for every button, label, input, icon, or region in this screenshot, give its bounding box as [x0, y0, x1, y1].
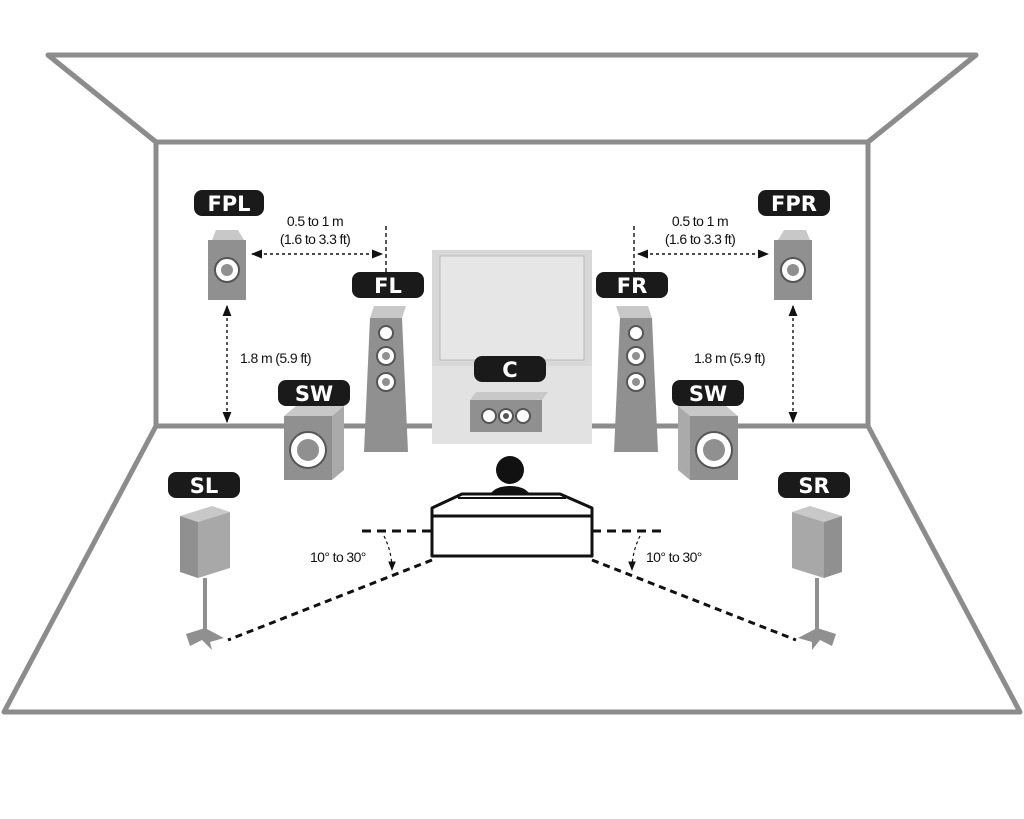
- offset-left-line2: (1.6 to 3.3 ft): [280, 231, 350, 247]
- label-fr-text: FR: [617, 274, 648, 298]
- subwoofer-right: [678, 406, 738, 480]
- label-sr: SR: [778, 472, 850, 498]
- listening-angle-lines: [227, 529, 797, 642]
- label-fpl: FPL: [194, 190, 264, 216]
- label-sl-text: SL: [190, 474, 219, 498]
- center-speaker: [470, 392, 548, 432]
- label-sw-left-text: SW: [295, 382, 333, 406]
- front-right-speaker: [614, 306, 658, 452]
- label-fl-text: FL: [374, 274, 402, 298]
- label-c-text: C: [502, 358, 517, 382]
- subwoofer-left: [284, 406, 344, 480]
- angle-left-label: 10° to 30°: [310, 549, 366, 565]
- label-sw-right-text: SW: [689, 382, 727, 406]
- label-fl: FL: [352, 272, 424, 298]
- label-c: C: [474, 356, 546, 382]
- sofa: [430, 492, 594, 558]
- offset-right-line1: 0.5 to 1 m: [672, 213, 728, 229]
- offset-right-line2: (1.6 to 3.3 ft): [665, 231, 735, 247]
- label-fr: FR: [596, 272, 668, 298]
- label-sl: SL: [168, 472, 240, 498]
- surround-left-speaker: [180, 506, 230, 650]
- height-right-label: 1.8 m (5.9 ft): [694, 350, 765, 366]
- front-presence-left-speaker: [208, 230, 246, 300]
- front-presence-right-speaker: [774, 230, 812, 300]
- front-left-speaker: [364, 306, 408, 452]
- label-fpl-text: FPL: [207, 192, 250, 216]
- height-left-label: 1.8 m (5.9 ft): [240, 350, 311, 366]
- offset-left-line1: 0.5 to 1 m: [287, 213, 343, 229]
- label-sw-left: SW: [278, 380, 350, 406]
- ceiling: [45, 52, 979, 145]
- surround-right-speaker: [792, 506, 842, 650]
- label-sw-right: SW: [672, 380, 744, 406]
- label-sr-text: SR: [798, 474, 829, 498]
- label-fpr: FPR: [758, 190, 830, 216]
- label-fpr-text: FPR: [771, 192, 817, 216]
- dimension-lines: [222, 226, 798, 424]
- angle-right-label: 10° to 30°: [646, 549, 702, 565]
